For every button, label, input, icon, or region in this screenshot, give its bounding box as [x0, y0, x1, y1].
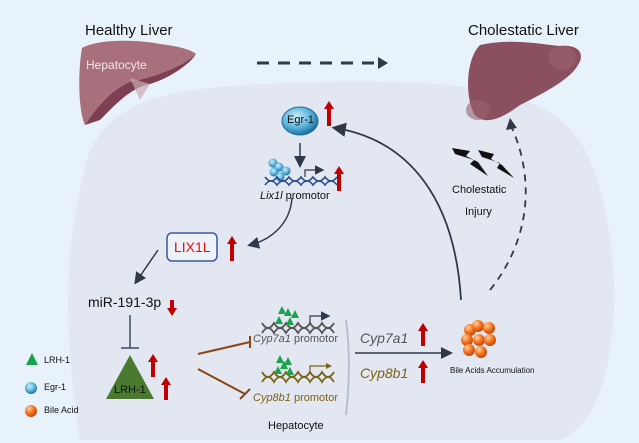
- lix1l-up-arrow: [227, 236, 237, 261]
- legend-bile-acid-icon: [25, 405, 37, 417]
- cyp7a1-promotor-label: Cyp7a1 promotor: [253, 333, 338, 345]
- cyp7a1-promotor-suffix: promotor: [290, 333, 338, 345]
- cyp8b1-gene: Cyp8b1: [253, 392, 291, 404]
- lrh1-up-arrow-2: [161, 377, 171, 400]
- lrh1-up-arrow-1: [148, 354, 158, 377]
- bile-acids-label: Bile Acids Accumulation: [450, 366, 535, 375]
- feedback-arrow: [331, 122, 462, 301]
- cyp8b1-label: Cyp8b1: [360, 365, 409, 381]
- lix1l-dna-icon: [264, 165, 338, 187]
- lix1l-promotor-label: Lix1l promotor: [260, 190, 330, 202]
- lightning-icon: [452, 148, 514, 178]
- hepatocyte-cell-label: Hepatocyte: [268, 420, 324, 432]
- egr1-node: [281, 106, 319, 136]
- lix1l-box: [166, 232, 218, 262]
- cholestatic-injury-line2: Injury: [465, 206, 492, 218]
- egr1-cluster-icon: [268, 158, 291, 182]
- cyp8b1-up-arrow: [418, 360, 428, 383]
- cyp8b1-promotor-suffix: promotor: [290, 392, 338, 404]
- mir-down-arrow: [167, 300, 177, 316]
- legend-egr1-icon: [25, 382, 37, 394]
- cyp7a1-gene: Cyp7a1: [253, 333, 291, 345]
- egr1-label: Egr-1: [287, 114, 314, 126]
- healthy-liver-title: Healthy Liver: [85, 22, 173, 39]
- lix1l-label: LIX1L: [174, 239, 211, 255]
- lix1l-promotor-suffix: promotor: [282, 190, 330, 202]
- legend-bile-acid-label: Bile Acid: [44, 405, 79, 415]
- lrh1-label: LRH-1: [114, 384, 146, 396]
- lrh1-triangle: [106, 355, 154, 399]
- cyp8b1-dna-icon: [261, 363, 335, 384]
- hepatocyte-liver-label: Hepatocyte: [86, 58, 147, 72]
- legend-lrh1-icon: [26, 353, 38, 365]
- cyp7a1-label: Cyp7a1: [360, 330, 409, 346]
- cholestatic-liver-title: Cholestatic Liver: [468, 22, 579, 39]
- mir-label: miR-191-3p: [88, 294, 162, 310]
- lix1l-gene: Lix1l: [260, 190, 283, 202]
- lix1l-promotor-up-arrow: [334, 166, 344, 191]
- egr1-up-arrow: [324, 101, 334, 126]
- lrh1-cluster-cyp7a1: [275, 306, 299, 325]
- legend-egr1-label: Egr-1: [44, 382, 67, 392]
- healthy-liver-icon: [79, 40, 196, 125]
- cyp7a1-up-arrow: [418, 323, 428, 346]
- legend-lrh1-label: LRH-1: [44, 355, 71, 365]
- lrh1-cluster-cyp8b1: [274, 355, 294, 375]
- bile-acid-cluster-icon: [461, 320, 496, 358]
- cyp7a1-dna-icon: [261, 311, 335, 335]
- cyp8b1-promotor-label: Cyp8b1 promotor: [253, 392, 338, 404]
- cholestatic-injury-line1: Cholestatic: [452, 184, 507, 196]
- cholestatic-liver-icon: [466, 41, 581, 121]
